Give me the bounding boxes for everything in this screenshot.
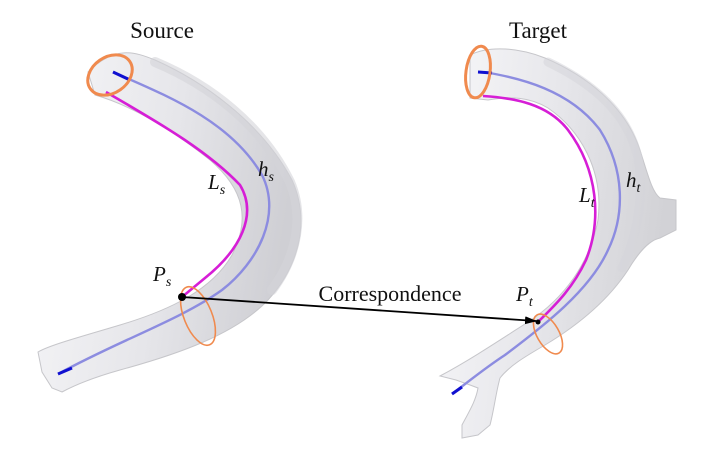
target-point-subscript: t	[529, 295, 534, 310]
source-top-ring	[86, 53, 134, 97]
source-geodesic-symbol: L	[207, 170, 220, 194]
target-geodesic-subscript: t	[591, 196, 596, 211]
source-geodesic-line	[105, 90, 249, 299]
source-point-label: Ps	[152, 262, 172, 290]
source-title: Source	[130, 18, 194, 43]
target-tube-surface	[438, 48, 677, 439]
source-centerline-symbol: h	[258, 157, 269, 181]
target-geodesic-line	[482, 94, 597, 323]
source-point-symbol: P	[152, 262, 166, 286]
source-geodesic-subscript: s	[220, 183, 226, 198]
source-end-marker	[57, 366, 73, 376]
target-centerline	[451, 70, 622, 395]
target-geodesic-symbol: L	[578, 183, 591, 207]
source-centerline-label: hs	[258, 157, 275, 185]
source-start-marker	[112, 70, 131, 82]
source-shading	[150, 57, 303, 295]
target-geodesic-label: Lt	[578, 183, 596, 211]
target-centerline-label: ht	[626, 168, 642, 196]
source-cross-section-ring	[179, 285, 217, 347]
target-top-ring	[464, 44, 492, 100]
target-point-label: Pt	[515, 282, 534, 310]
source-tube-surface	[37, 52, 302, 393]
target-point-symbol: P	[515, 282, 529, 306]
source-centerline	[57, 70, 271, 376]
correspondence-arrow	[181, 296, 537, 325]
target-shading	[543, 57, 646, 273]
target-cross-section-ring	[532, 313, 564, 355]
target-end-marker	[451, 385, 463, 396]
source-centerline-subscript: s	[269, 170, 275, 185]
correspondence-label: Correspondence	[319, 281, 462, 306]
source-point-subscript: s	[166, 275, 172, 290]
target-point-pt	[535, 319, 541, 325]
target-title: Target	[509, 18, 568, 43]
target-vessel	[438, 44, 677, 439]
target-centerline-symbol: h	[626, 168, 637, 192]
source-geodesic-label: Ls	[207, 170, 226, 198]
target-centerline-subscript: t	[637, 181, 642, 196]
source-vessel	[37, 52, 303, 393]
